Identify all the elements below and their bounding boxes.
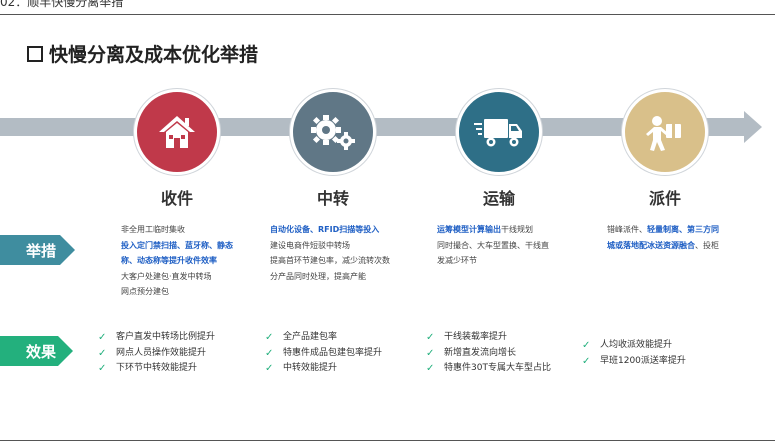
effects-transfer: ✓ 全产品建包率 ✓ 特惠件成品包建包率提升 ✓ 中转效能提升 [265,330,382,377]
effect-item: ✓ 干线装载率提升 [426,330,551,346]
person-box-icon [646,116,681,151]
measure-text: 干线规划 [501,225,533,234]
measure-text: 大客户处建包·直发中转场 [121,271,212,281]
stage-transfer-circle [290,89,376,175]
measure-text: 发减少环节 [437,256,477,265]
measures-deliver: 错峰派件、轻量制离、第三方同 城或落地配冰送资源融合、投柜 [607,222,719,253]
truck-icon [474,119,522,147]
page-title-text: 快慢分离及成本优化举措 [49,44,259,66]
effect-text: 人均收派效能提升 [600,340,673,350]
measure-highlight-text: 轻量制离、第三方同 [647,225,719,234]
stage-deliver-circle [622,89,708,175]
measures-receive: 非全用工临时集收 投入定门禁扫描、蓝牙称、静态 称、动态称等提升收件效率 大客户… [121,222,233,300]
measure-highlight-text: 城或落地配冰送资源融合 [607,240,695,250]
stage-deliver-label: 派件 [648,189,681,208]
check-icon: ✓ [582,340,591,351]
check-icon: ✓ [98,347,107,359]
measure-highlight-text: 投入定门禁扫描、蓝牙称、静态 [121,240,233,250]
effects-deliver: ✓ 人均收派效能提升 ✓ 早班1200派送率提升 [582,338,686,369]
measure-highlight-text: 运筹模型计算输出 [437,225,501,234]
effect-item: ✓ 新增直发流向增长 [426,346,551,362]
effect-text: 特惠件30T专属大车型占比 [444,363,551,373]
effect-item: ✓ 中转效能提升 [265,361,382,377]
measure-highlight-text: 称、动态称等提升收件效率 [121,256,217,265]
measure-text: 网点预分建包 [121,287,169,296]
effect-text: 干线装载率提升 [444,332,508,342]
effect-item: ✓ 全产品建包率 [265,330,382,346]
check-icon: ✓ [426,332,435,343]
stage-transport: 运输 [434,89,564,209]
stage-transport-circle [456,89,542,175]
stage-receive-label: 收件 [160,189,193,208]
effect-text: 下环节中转效能提升 [116,363,198,373]
effect-text: 全产品建包率 [283,332,338,342]
effect-item: ✓ 特惠件成品包建包率提升 [265,346,382,362]
check-icon: ✓ [265,347,274,359]
measure-highlight-text: 自动化设备、RFID扫描等投入 [270,225,380,234]
check-icon: ✓ [265,332,274,343]
checkbox-square-icon [27,45,43,62]
measure-text: 、投柜 [695,240,719,250]
check-icon: ✓ [582,355,591,367]
check-icon: ✓ [265,363,274,374]
measure-text: 同时撮合、大车型置换、干线直 [437,240,549,250]
effect-text: 网点人员操作效能提升 [116,347,207,358]
measure-text: 提高首环节建包率，减少流转次数 [270,256,390,265]
measure-text: 错峰派件、 [607,225,647,234]
measures-row-label: 举措 [0,235,75,265]
house-icon [159,116,195,148]
measure-line: 错峰派件、轻量制离、第三方同 [607,222,719,238]
effect-text: 特惠件成品包建包率提升 [283,347,383,358]
stage-receive: 收件 [112,89,242,209]
effect-item: ✓ 客户直发中转场比例提升 [98,330,215,346]
bottom-divider [0,440,775,441]
measure-text: 建设电商件短驳中转场 [270,240,350,250]
check-icon: ✓ [426,363,435,374]
measures-transport: 运筹模型计算输出干线规划 同时撮合、大车型置换、干线直 发减少环节 [437,222,549,269]
measure-line: 城或落地配冰送资源融合、投柜 [607,238,719,254]
effects-transport: ✓ 干线装载率提升 ✓ 新增直发流向增长 ✓ 特惠件30T专属大车型占比 [426,330,551,377]
effects-receive: ✓ 客户直发中转场比例提升 ✓ 网点人员操作效能提升 ✓ 下环节中转效能提升 [98,330,215,377]
measure-text: 非全用工临时集收 [121,225,185,234]
check-icon: ✓ [426,347,435,359]
effect-text: 客户直发中转场比例提升 [116,332,216,342]
stage-deliver: 派件 [600,89,730,209]
effects-row-label: 效果 [0,336,73,366]
stage-receive-circle [134,89,220,175]
effect-item: ✓ 人均收派效能提升 [582,338,686,354]
effect-item: ✓ 下环节中转效能提升 [98,361,215,377]
measure-line: 运筹模型计算输出干线规划 [437,222,549,238]
effect-text: 早班1200派送率提升 [600,355,686,366]
effect-text: 新增直发流向增长 [444,347,517,358]
process-arrow-head [744,111,762,143]
effect-text: 中转效能提升 [283,363,338,373]
stage-transport-label: 运输 [482,189,515,208]
figure-caption: 02：顺丰快慢分离举措 [0,0,124,9]
page-title: 快慢分离及成本优化举措 [27,40,258,67]
effect-item: ✓ 特惠件30T专属大车型占比 [426,361,551,377]
check-icon: ✓ [98,363,107,374]
effect-item: ✓ 网点人员操作效能提升 [98,346,215,362]
check-icon: ✓ [98,332,107,343]
effect-item: ✓ 早班1200派送率提升 [582,354,686,370]
measures-transfer: 自动化设备、RFID扫描等投入 建设电商件短驳中转场 提高首环节建包率，减少流转… [270,222,390,284]
stage-transfer-label: 中转 [316,189,349,208]
gears-icon [311,115,355,150]
measure-text: 分产品同时处理，提高产能 [270,271,366,281]
stage-transfer: 中转 [268,89,398,209]
top-divider [0,14,775,15]
